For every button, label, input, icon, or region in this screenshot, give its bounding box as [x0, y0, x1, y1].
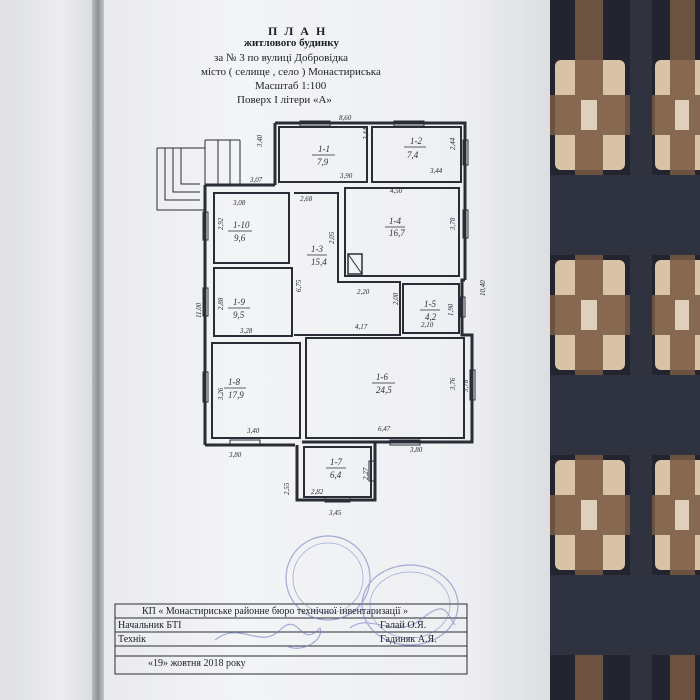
stamp-table-grid — [114, 603, 468, 675]
dim-label: 3,44 — [429, 167, 443, 175]
scale-line: Масштаб 1:100 — [255, 80, 327, 92]
dim-label: 3,40 — [256, 134, 264, 148]
dim-label: 3,45 — [328, 509, 342, 517]
dim-label: 6,75 — [295, 279, 303, 292]
room-1-4-area: 16,7 — [389, 228, 405, 238]
document-page — [104, 0, 550, 700]
dim-label: 2,20 — [357, 288, 370, 296]
windows — [202, 120, 476, 503]
dim-label: 3,07 — [249, 176, 263, 184]
dim-label: 2,88 — [217, 297, 225, 310]
dim-label: 8,60 — [339, 114, 352, 122]
dim-label: 4,17 — [355, 323, 368, 331]
room-1-4-id: 1-4 — [389, 216, 401, 226]
round-seal-stamp — [361, 564, 459, 646]
plan-subtitle: житлового будинку — [244, 37, 339, 49]
room-1-8-area: 17,9 — [228, 390, 244, 400]
room-1-3-area: 15,4 — [311, 257, 327, 267]
room-1-2-area: 7,4 — [407, 150, 419, 160]
blanket-background — [545, 0, 700, 700]
room-1-6-outline — [305, 337, 465, 439]
room-1-9-area: 9,5 — [233, 310, 245, 320]
room-1-1-area: 7,9 — [317, 157, 329, 167]
room-1-1-id: 1-1 — [318, 144, 330, 154]
round-seal-stamp — [285, 535, 371, 621]
dim-label: 6,47 — [378, 425, 391, 433]
dim-label: 3,76 — [449, 377, 457, 391]
dim-label: 10,40 — [479, 280, 487, 296]
dim-label: 3,40 — [246, 427, 260, 435]
room-1-10-id: 1-10 — [233, 220, 250, 230]
dim-label: 2,44 — [449, 137, 457, 150]
room-1-10-outline — [213, 192, 290, 264]
book-spine — [92, 0, 104, 700]
dim-label: 3,26 — [217, 387, 225, 401]
room-1-7-id: 1-7 — [330, 457, 342, 467]
signature-scribble — [214, 623, 322, 649]
dim-label: 2,44 — [362, 127, 370, 140]
room-1-9-id: 1-9 — [233, 297, 245, 307]
room-1-5-outline — [402, 283, 460, 334]
stamp-org: КП « Монастириське районне бюро технічно… — [142, 606, 409, 617]
room-1-5-id: 1-5 — [424, 299, 436, 309]
left-page — [0, 0, 104, 700]
room-1-2-outline — [371, 126, 462, 183]
dim-label: 1,90 — [447, 303, 455, 316]
stamp-name: Гадиняк А.Я. — [380, 634, 437, 645]
room-1-5-area: 4,2 — [425, 312, 437, 322]
stamp-role: Технік — [118, 634, 147, 645]
plaid-pattern — [545, 0, 700, 700]
room-1-6-id: 1-6 — [376, 372, 388, 382]
stamp-role: Начальник БТІ — [118, 620, 182, 631]
city-line: місто ( селище , село ) Монастириська — [201, 66, 381, 78]
room-1-4-outline — [344, 187, 460, 277]
stamp-date: «19» жовтня 2018 року — [148, 658, 246, 669]
room-1-7-area: 6,4 — [330, 470, 342, 480]
room-1-1-outline — [278, 126, 368, 183]
dim-label: 3,08 — [232, 199, 246, 207]
dim-label: 2,92 — [217, 217, 225, 230]
room-1-10-area: 9,6 — [234, 233, 246, 243]
room-1-2-id: 1-2 — [410, 136, 422, 146]
dim-label: 4,50 — [390, 187, 403, 195]
room-1-8-id: 1-8 — [228, 377, 240, 387]
room-1-3-outline — [294, 192, 401, 336]
dim-label: 11,00 — [195, 302, 203, 318]
dim-label: 2,05 — [328, 231, 336, 244]
dim-label: 3,78 — [449, 217, 457, 231]
porch-stairs — [156, 139, 241, 211]
dim-label: 3,28 — [239, 327, 253, 335]
room-1-6-area: 24,5 — [376, 385, 392, 395]
dim-label: 2,82 — [311, 488, 324, 496]
dim-label: 3,80 — [228, 451, 242, 459]
address-line: за № 3 по вулиці Добровідка — [214, 52, 349, 64]
dim-label: 3,90 — [339, 172, 353, 180]
floor-line: Поверх І літери «А» — [237, 94, 332, 106]
plan-title: П Л А Н — [268, 24, 328, 38]
dim-label: 2,00 — [392, 292, 400, 305]
dim-label: 2,27 — [362, 467, 370, 480]
signature-scribble — [349, 608, 456, 629]
room-1-8-outline — [211, 342, 301, 439]
dim-label: 2,55 — [283, 482, 291, 495]
dim-label: 2,68 — [300, 195, 313, 203]
dim-label: 3,78 — [462, 379, 470, 393]
dim-label: 2,10 — [421, 321, 434, 329]
room-1-3-id: 1-3 — [311, 244, 323, 254]
dim-label: 3,80 — [409, 446, 423, 454]
stamp-name: Галай О.Я. — [380, 620, 427, 631]
room-1-9-outline — [213, 267, 293, 337]
